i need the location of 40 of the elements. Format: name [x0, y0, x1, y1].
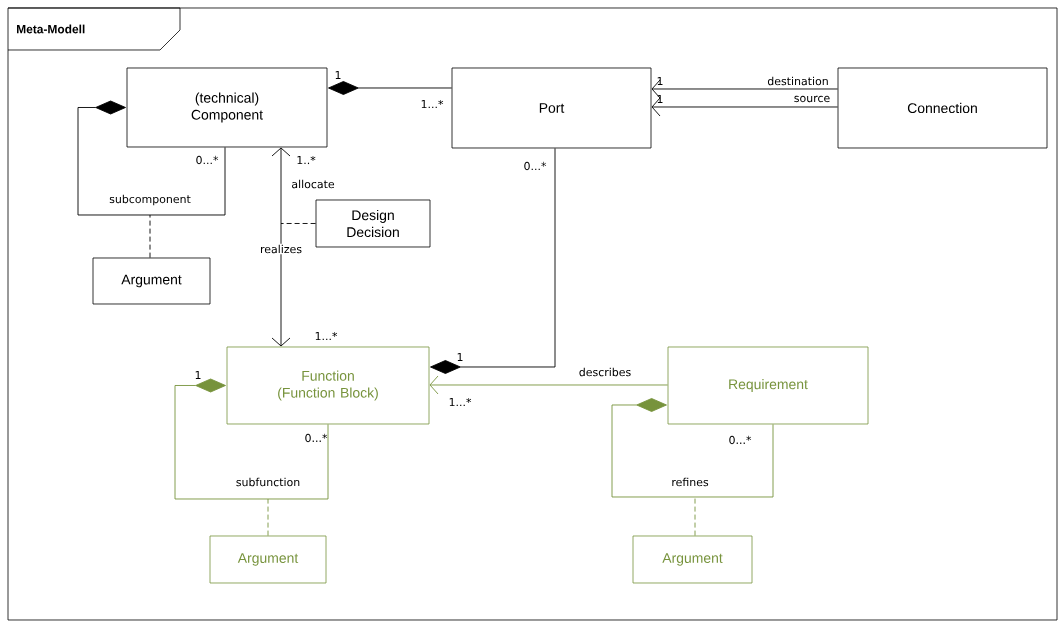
edge-label: subcomponent: [108, 193, 192, 207]
association-line: [429, 375, 669, 395]
class-box: Argument: [92, 257, 211, 305]
multiplicity-label: 1: [657, 77, 663, 85]
frame-tab: Meta-Modell: [7, 7, 181, 51]
multiplicity-label: 0...*: [196, 155, 219, 165]
multiplicity-label: 1: [457, 353, 463, 361]
multiplicity-label: 1: [657, 95, 663, 103]
association-line: [271, 147, 291, 347]
multiplicity-label: 1...*: [449, 397, 472, 407]
multiplicity-label: 0...*: [305, 433, 328, 443]
class-box: Argument: [632, 535, 753, 584]
class-box: Function (Function Block): [226, 346, 430, 425]
dashed-line: [267, 498, 269, 537]
edge-label: realizes: [259, 243, 303, 255]
class-box: Port: [451, 67, 652, 149]
association-line: [174, 378, 329, 500]
class-box: (technical) Component: [126, 67, 328, 148]
class-box: Argument: [209, 535, 327, 584]
class-box: Requirement: [667, 346, 869, 425]
dashed-line: [694, 496, 696, 537]
multiplicity-label: 0...*: [729, 435, 752, 445]
edge-label: source: [792, 94, 832, 104]
association-line: [430, 147, 556, 374]
association-line: [328, 81, 453, 95]
class-box: Design Decision: [315, 199, 431, 248]
class-box: Connection: [837, 67, 1048, 149]
dashed-line: [280, 223, 317, 224]
edge-label: describes: [577, 366, 633, 378]
edge-label: destination: [766, 75, 830, 87]
association-line: [77, 100, 226, 216]
multiplicity-label: 0...*: [524, 161, 547, 171]
multiplicity-label: allocate: [292, 179, 335, 189]
association-line: [651, 97, 839, 117]
association-line: [651, 79, 839, 99]
dashed-line: [149, 214, 151, 259]
edge-label: refines: [670, 476, 710, 488]
edge-label: subfunction: [234, 476, 302, 488]
association-line: [611, 398, 774, 498]
multiplicity-label: 1: [195, 371, 201, 379]
